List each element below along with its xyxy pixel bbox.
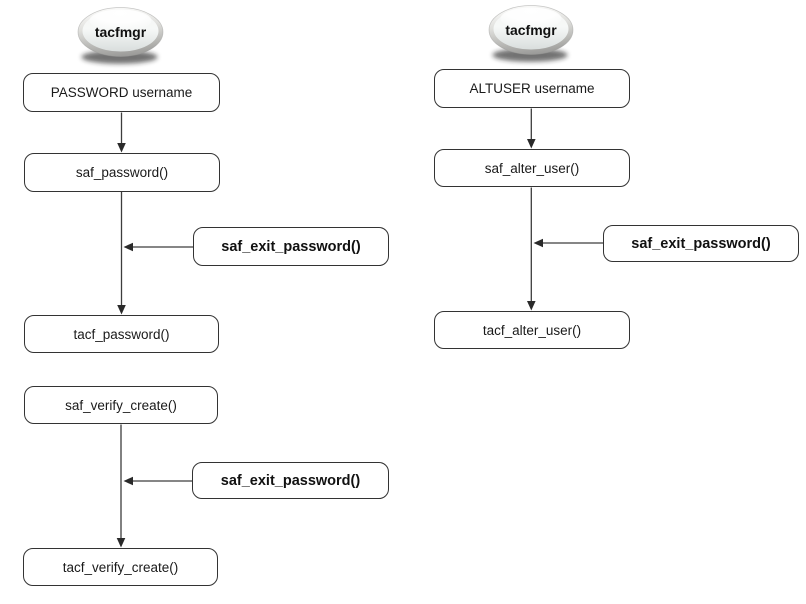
node-saf-exit-password-3: saf_exit_password() <box>603 225 799 262</box>
arrow-password-to-safpassword <box>117 112 126 153</box>
node-password-username: PASSWORD username <box>23 73 220 112</box>
node-tacf-alter-user: tacf_alter_user() <box>434 311 630 349</box>
arrow-exit2-to-flow <box>123 476 192 486</box>
arrow-altuser-to-safalter <box>527 108 536 149</box>
node-saf-exit-password-2: saf_exit_password() <box>192 462 389 499</box>
terminator-ball-right <box>488 5 574 62</box>
arrow-safpassword-to-tacfpassword <box>117 192 126 315</box>
node-tacf-password: tacf_password() <box>24 315 219 353</box>
node-tacf-verify-create: tacf_verify_create() <box>23 548 218 586</box>
arrow-safalter-to-tacfalter <box>527 187 536 311</box>
arrow-exit3-to-flow <box>533 238 603 248</box>
node-saf-alter-user: saf_alter_user() <box>434 149 630 187</box>
arrow-exit1-to-flow <box>123 242 193 252</box>
node-saf-password: saf_password() <box>24 153 220 192</box>
node-saf-exit-password-1: saf_exit_password() <box>193 227 389 266</box>
terminator-ball-left <box>77 7 164 64</box>
node-altuser-username: ALTUSER username <box>434 69 630 108</box>
terminator-label-right: tacfmgr <box>505 22 557 38</box>
node-saf-verify-create: saf_verify_create() <box>24 386 218 424</box>
terminator-label-left: tacfmgr <box>94 24 147 40</box>
arrow-safverify-to-tacfverify <box>116 424 126 548</box>
